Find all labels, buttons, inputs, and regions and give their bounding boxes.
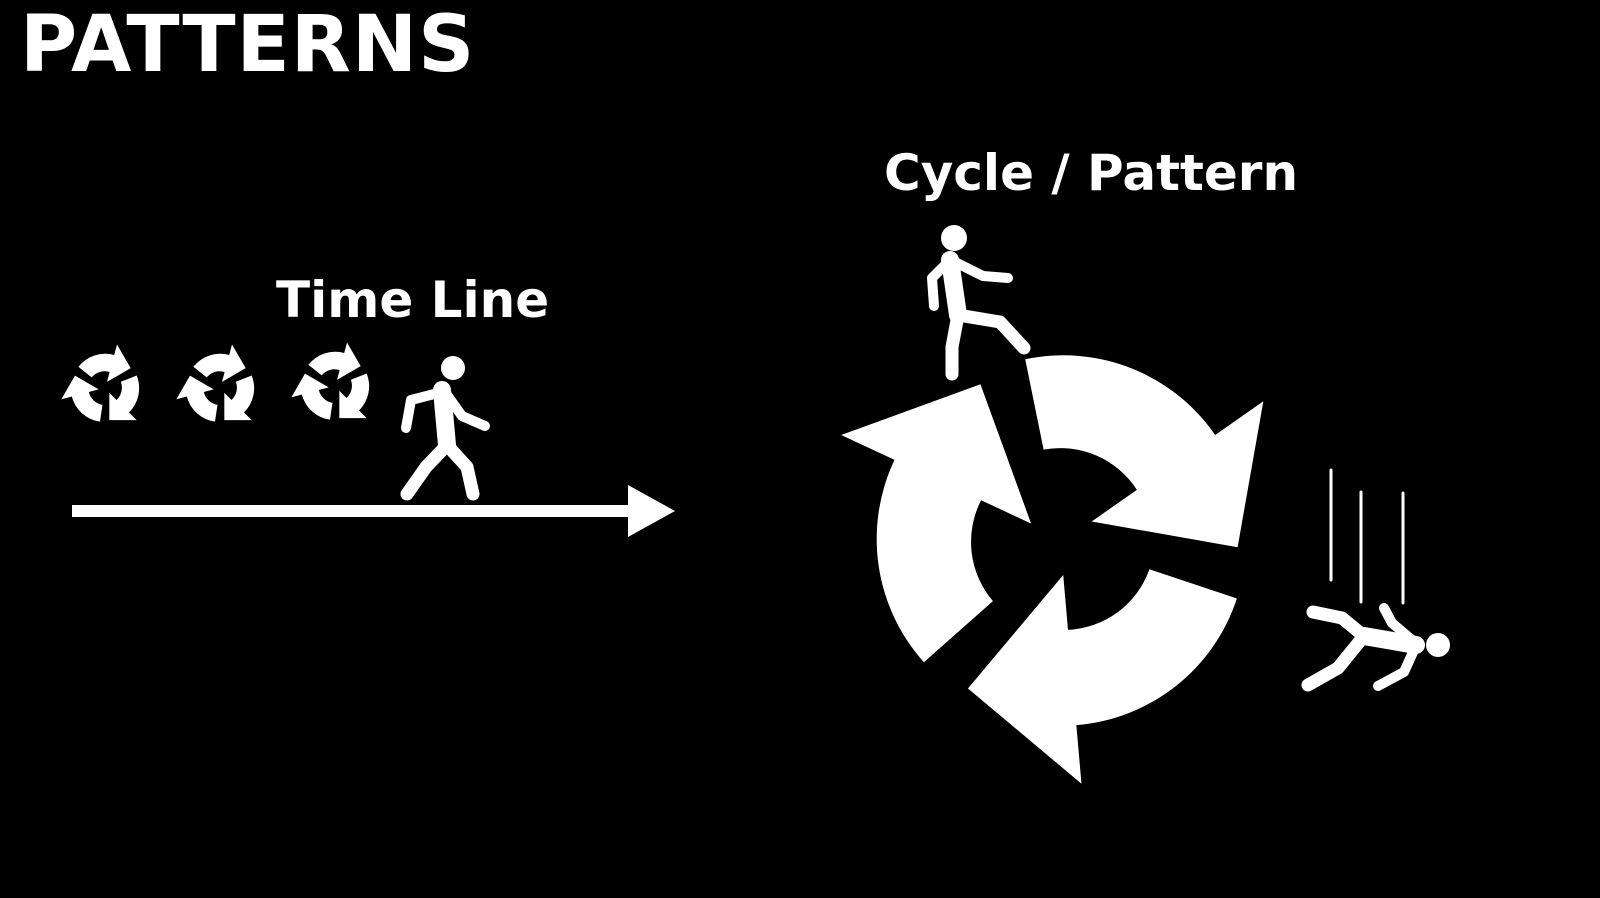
falling-person-icon (1301, 468, 1450, 692)
cycle-pattern-label: Cycle / Pattern (884, 144, 1299, 202)
cycle-arrows-icon (750, 194, 1363, 808)
slide-title: PATTERNS (20, 0, 476, 90)
cycle-arrows-icon (175, 342, 255, 424)
cycle-arrows-icon (60, 342, 140, 424)
timeline-label: Time Line (276, 271, 550, 329)
walking-person-icon (927, 225, 1031, 381)
right-arrow-icon (72, 485, 675, 537)
cycle-arrows-icon (290, 340, 370, 422)
walking-person-icon (400, 356, 490, 501)
